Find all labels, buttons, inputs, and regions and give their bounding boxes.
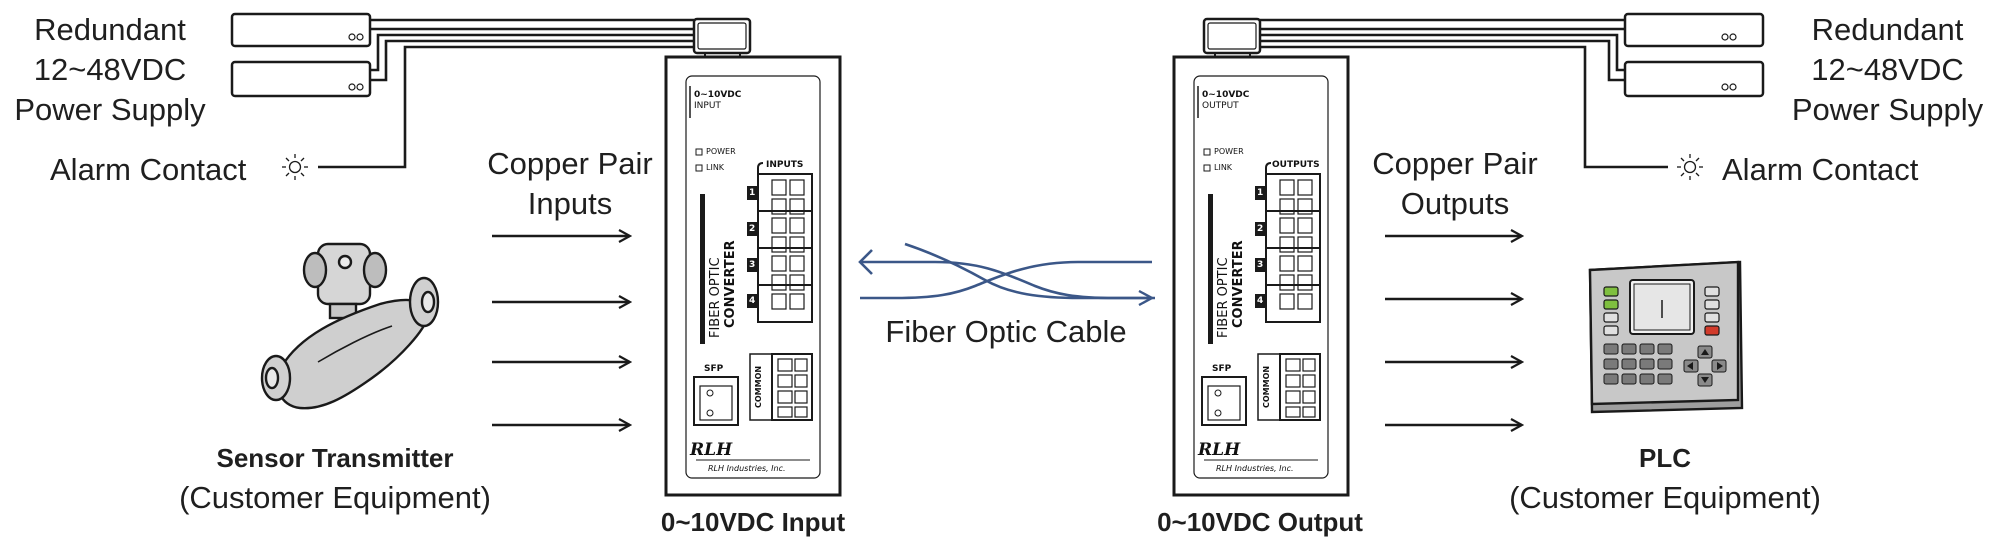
output-device-caption: 0~10VDC Output [1157,507,1363,537]
left-copper-line-1: Copper Pair [487,146,653,181]
input-channel-4: 4 [749,296,756,306]
input-side-text-1: FIBER OPTIC [708,257,723,338]
right-power-line-2: 12~48VDC [1811,52,1964,87]
left-power-line-3: Power Supply [14,92,206,127]
input-led-link: LINK [706,163,725,172]
right-alarm-icon [1677,154,1703,180]
right-alarm-label: Alarm Contact [1722,152,1919,187]
right-copper-line-1: Copper Pair [1372,146,1538,181]
left-power-supply-2 [230,60,372,98]
output-channel-4: 4 [1257,296,1264,306]
output-company: RLH Industries, Inc. [1216,464,1294,473]
plc-image [1588,260,1744,414]
right-copper-arrows [1385,236,1522,425]
input-side-text-2: CONVERTER [723,240,738,328]
input-common-label: COMMON [754,365,763,408]
left-power-line-2: 12~48VDC [33,52,187,87]
right-equipment-owner: (Customer Equipment) [1509,480,1821,515]
input-company: RLH Industries, Inc. [708,464,786,473]
fiber-strand-2 [860,260,1152,298]
output-sfp-label: SFP [1212,364,1232,374]
output-led-link: LINK [1214,163,1233,172]
output-panel-title-2: OUTPUT [1202,101,1239,111]
right-copper-label: Copper Pair Outputs [1355,144,1555,224]
left-power-wires [318,18,695,169]
left-equipment-owner: (Customer Equipment) [179,480,491,515]
left-copper-label: Copper Pair Inputs [470,144,670,224]
input-converter [664,17,842,497]
input-logo: RLH [690,440,733,460]
right-power-line-1: Redundant [1811,12,1964,47]
right-equipment-name: PLC [1639,443,1691,473]
input-channel-3: 3 [749,260,756,270]
output-led-power: POWER [1214,147,1244,156]
output-logo: RLH [1198,440,1241,460]
sensor-transmitter-image [260,242,440,410]
left-copper-line-2: Inputs [527,186,613,221]
output-terminal-header: OUTPUTS [1272,160,1320,170]
output-common-label: COMMON [1262,365,1271,408]
input-panel-title-2: INPUT [694,101,721,111]
right-power-line-3: Power Supply [1791,92,1984,127]
output-side-text-2: CONVERTER [1231,240,1246,328]
left-equipment-name: Sensor Transmitter [216,443,454,473]
left-alarm-label: Alarm Contact [50,152,247,187]
fiber-arrow-left [858,249,873,275]
input-panel-title-1: 0~10VDC [694,90,742,100]
output-channel-1: 1 [1257,188,1264,198]
right-power-wires [1258,18,1668,169]
output-channel-2: 2 [1257,224,1264,234]
left-copper-arrows [492,236,630,425]
output-panel-title-1: 0~10VDC [1202,90,1250,100]
input-channel-1: 1 [749,188,756,198]
right-power-supply-1 [1623,12,1765,48]
input-terminal-header: INPUTS [766,160,804,170]
left-power-supply-label: Redundant 12~48VDC Power Supply [0,10,220,130]
input-device-caption: 0~10VDC Input [660,507,846,537]
right-power-supply-label: Redundant 12~48VDC Power Supply [1775,10,2000,130]
left-alarm-icon [282,154,308,180]
input-led-power: POWER [706,147,736,156]
right-copper-line-2: Outputs [1400,186,1510,221]
output-converter [1172,17,1350,497]
fiber-optic-cable [904,242,1155,300]
fiber-strand-1 [860,260,1152,300]
right-power-supply-2 [1623,60,1765,98]
fiber-cable-label: Fiber Optic Cable [885,314,1127,349]
left-power-supply-1 [230,12,372,48]
output-channel-3: 3 [1257,260,1264,270]
left-power-line-1: Redundant [34,12,186,47]
input-channel-2: 2 [749,224,756,234]
input-sfp-label: SFP [704,364,724,374]
output-side-text-1: FIBER OPTIC [1216,257,1231,338]
